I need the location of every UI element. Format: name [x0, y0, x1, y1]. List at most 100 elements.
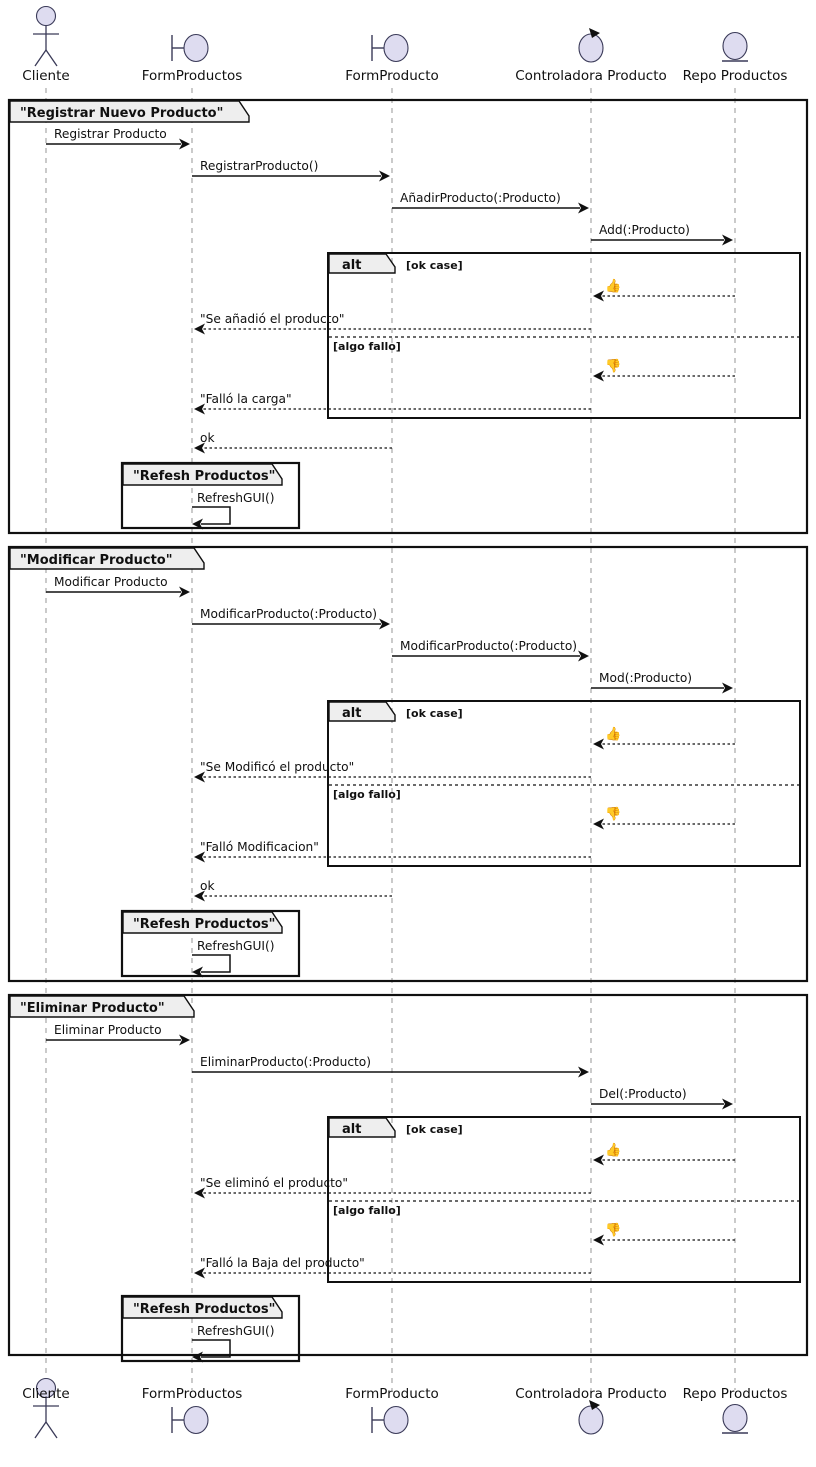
frame-modificar-alt-message-arrowhead-1-1 [194, 851, 205, 863]
frame-registrar-refresh-frame-title: "Refesh Productos" [133, 469, 275, 484]
frame-registrar-refresh-frame-border [120, 461, 301, 530]
frame-eliminar-alt-message-label-1-1: "Falló la Baja del producto" [200, 1256, 365, 1270]
frame-modificar-alt-message-1-1: "Falló Modificacion" [194, 840, 591, 863]
frame-registrar-alt-message-label-0-1: "Se añadió el producto" [200, 312, 345, 326]
frame-eliminar-refresh-self-message-label: RefreshGUI() [197, 1324, 275, 1338]
frame-modificar-refresh-frame-tab [122, 911, 283, 934]
frame-registrar-alt-message-1-1: "Falló la carga" [194, 392, 591, 415]
participant-label-repo: Repo Productos [683, 68, 788, 84]
frame-modificar-alt-message-0-0: 👍 [593, 726, 735, 750]
frame-modificar-message-arrowhead-1 [379, 618, 390, 630]
frame-registrar-alt-thumbs-down-icon-1-0: 👎 [605, 358, 621, 374]
frame-registrar-post-message-arrowhead-0 [194, 442, 205, 454]
frame-eliminar-refresh-frame-title: "Refesh Productos" [133, 1302, 275, 1317]
frame-registrar-alt-message-arrowhead-0-0 [593, 290, 604, 302]
frame-registrar-message-0: Registrar Producto [46, 127, 190, 150]
frames-layer: "Registrar Nuevo Producto" alt [ok case] [a… [7, 98, 809, 1363]
frame-registrar-title: "Registrar Nuevo Producto" [20, 106, 223, 121]
frame-eliminar-alt-message-0-0: 👍 [593, 1142, 735, 1166]
frame-modificar-refresh-self-message-path [192, 954, 231, 973]
boundary-circle-icon [183, 1405, 209, 1435]
participant-formproductos-head-icon [171, 33, 209, 63]
participant-label-formproductos: FormProductos [142, 68, 243, 84]
frame-registrar-message-arrowhead-1 [379, 170, 390, 182]
participant-footer-label-controladora: Controladora Producto [515, 1386, 667, 1402]
actor-head-icon [35, 5, 57, 27]
frame-eliminar-message-label-2: Del(:Producto) [599, 1087, 687, 1101]
frame-registrar-tab [9, 100, 250, 123]
frame-eliminar-alt-guard-0: [ok case] [406, 1123, 463, 1136]
frame-registrar-message-label-1: RegistrarProducto() [200, 159, 318, 173]
frame-registrar-alt-message-0-1: "Se añadió el producto" [194, 312, 591, 335]
frame-modificar-alt-message-1-0: 👎 [593, 806, 735, 830]
participant-cliente-foot-icon [33, 1377, 59, 1439]
frame-eliminar-alt-thumbs-down-icon-1-0: 👎 [605, 1222, 621, 1238]
frame-eliminar-alt-guard-1: [algo fallo] [333, 1204, 401, 1217]
frame-eliminar-message-label-1: EliminarProducto(:Producto) [200, 1055, 371, 1069]
frame-eliminar-alt-message-arrowhead-1-0 [593, 1234, 604, 1246]
frame-registrar-alt-message-arrowhead-0-1 [194, 323, 205, 335]
lifelines-layer [45, 88, 736, 1390]
frame-registrar-refresh-self-message: RefreshGUI() [192, 491, 275, 530]
participant-repo-head-icon [722, 31, 748, 62]
frame-modificar-tab [9, 547, 205, 570]
frame-modificar-message-label-0: Modificar Producto [54, 575, 168, 589]
frame-modificar-message-1: ModificarProducto(:Producto) [192, 607, 390, 630]
frame-modificar-message-label-1: ModificarProducto(:Producto) [200, 607, 377, 621]
control-arrow-icon [589, 28, 600, 38]
entity-circle-icon [722, 31, 748, 61]
frame-modificar-message-arrowhead-3 [722, 682, 733, 694]
actor-legs-icon [34, 49, 58, 67]
frame-modificar-refresh-frame: "Refesh Productos" [120, 909, 301, 978]
frame-modificar-alt: alt[ok case][algo fallo] [327, 700, 801, 867]
frame-registrar: "Registrar Nuevo Producto" [7, 98, 809, 535]
control-arrow-icon [589, 1400, 600, 1410]
frame-modificar-alt-guard-1: [algo fallo] [333, 788, 401, 801]
frame-modificar-refresh-frame-title: "Refesh Productos" [133, 917, 275, 932]
frame-eliminar-alt: alt [ok case] [algo fallo] [327, 1116, 801, 1283]
participant-controladora-foot-icon [578, 1400, 604, 1435]
participant-heads-layer: ClienteClienteFormProductosFormProductos… [22, 5, 788, 1439]
frame-eliminar-refresh-frame-border [120, 1294, 301, 1363]
participant-formproducto-head-icon [371, 33, 409, 63]
frame-registrar-message-3: Add(:Producto) [591, 223, 733, 246]
frame-eliminar-alt-thumbs-up-icon-0-0: 👍 [605, 1142, 621, 1158]
frame-registrar-refresh-self-message-label: RefreshGUI() [197, 491, 275, 505]
frame-modificar-alt-guard-0: [ok case] [406, 707, 463, 720]
participant-cliente-head-icon [33, 5, 59, 67]
frame-registrar-alt-message-0-0: 👍 [593, 278, 735, 302]
frame-eliminar-refresh-self-message: RefreshGUI() [192, 1324, 275, 1363]
frame-registrar-message-label-2: AñadirProducto(:Producto) [400, 191, 561, 205]
participant-formproductos-foot-icon [171, 1405, 209, 1435]
frame-modificar-alt-message-arrowhead-0-0 [593, 738, 604, 750]
frame-modificar-alt-message-label-1-1: "Falló Modificacion" [200, 840, 319, 854]
frame-modificar-post-message-label-0: ok [200, 879, 215, 893]
frame-registrar-alt-message-arrowhead-1-0 [593, 370, 604, 382]
frame-modificar-message-0: Modificar Producto [46, 575, 190, 598]
frame-modificar-alt-keyword-tab [328, 701, 396, 722]
frame-eliminar-alt-message-label-0-1: "Se eliminó el producto" [200, 1176, 348, 1190]
frame-registrar-message-label-0: Registrar Producto [54, 127, 167, 141]
frame-modificar-alt-thumbs-down-icon-1-0: 👎 [605, 806, 621, 822]
control-circle-icon [578, 1405, 604, 1435]
frame-eliminar-alt-message-arrowhead-1-1 [194, 1267, 205, 1279]
frame-eliminar-message-1: EliminarProducto(:Producto) [192, 1055, 589, 1078]
frame-modificar-alt-message-label-0-1: "Se Modificó el producto" [200, 760, 354, 774]
frame-eliminar-alt-keyword: alt [342, 1122, 361, 1137]
frame-modificar-message-label-2: ModificarProducto(:Producto) [400, 639, 577, 653]
frame-registrar-alt-guard-1: [algo fallo] [333, 340, 401, 353]
frame-registrar-post-message-0: ok [194, 431, 392, 454]
frame-modificar-refresh-frame-border [120, 909, 301, 978]
frame-modificar-alt-border [327, 700, 801, 867]
frame-eliminar-refresh-frame: "Refesh Productos" [120, 1294, 301, 1363]
entity-circle-icon [722, 1403, 748, 1433]
frame-eliminar-refresh-self-message-arrowhead [192, 1351, 203, 1363]
boundary-circle-icon [383, 1405, 409, 1435]
participant-label-cliente: Cliente [22, 68, 69, 84]
frame-eliminar-title: "Eliminar Producto" [20, 1001, 165, 1016]
frame-eliminar-alt-message-1-1: "Falló la Baja del producto" [194, 1256, 591, 1279]
frame-eliminar-alt-message-arrowhead-0-1 [194, 1187, 205, 1199]
frame-modificar-post-message-arrowhead-0 [194, 890, 205, 902]
frame-eliminar-message-0: Eliminar Producto [46, 1023, 190, 1046]
